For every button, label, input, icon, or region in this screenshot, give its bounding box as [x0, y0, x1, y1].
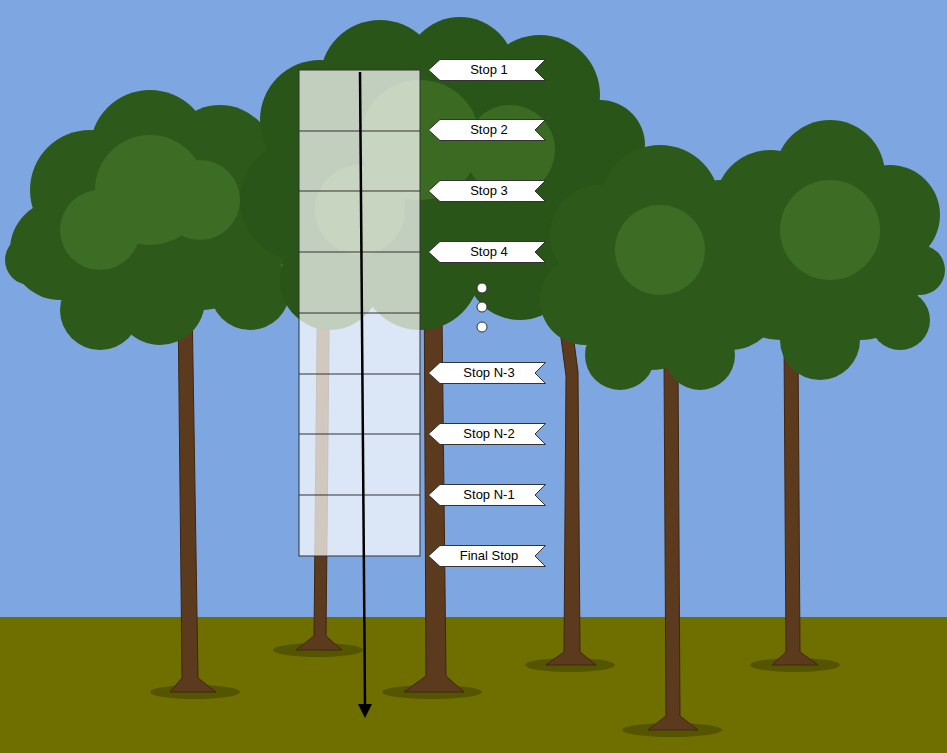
stop-label: Stop 3 [428, 180, 546, 202]
ground [0, 617, 947, 753]
descent-arrow [358, 72, 372, 718]
flag-outline [429, 485, 546, 506]
flag-outline [429, 181, 546, 202]
flag-outline [429, 60, 546, 81]
tree-canopy-right [540, 120, 945, 390]
flag-outline [429, 424, 546, 445]
trunk-shadows [150, 643, 840, 737]
flag-outline [429, 120, 546, 141]
stop-label: Stop 1 [428, 59, 546, 81]
stop-label: Stop 4 [428, 241, 546, 263]
stop-flag: Stop N-2 [428, 423, 546, 445]
flag-outline [429, 546, 546, 567]
ellipsis-dots [477, 283, 487, 332]
stop-label: Stop N-3 [428, 362, 546, 384]
stop-label: Stop N-2 [428, 423, 546, 445]
stop-flag: Stop 2 [428, 119, 546, 141]
flag-outline [429, 363, 546, 384]
stop-label: Stop N-1 [428, 484, 546, 506]
stop-label: Stop 2 [428, 119, 546, 141]
stop-flag: Final Stop [428, 545, 546, 567]
sky [0, 0, 947, 620]
stop-flag: Stop 1 [428, 59, 546, 81]
stop-flag: Stop N-1 [428, 484, 546, 506]
tree-trunks [170, 240, 818, 730]
stop-flag: Stop 3 [428, 180, 546, 202]
stop-flag: Stop N-3 [428, 362, 546, 384]
flag-outline [429, 242, 546, 263]
stop-label: Final Stop [428, 545, 546, 567]
stop-flag: Stop 4 [428, 241, 546, 263]
